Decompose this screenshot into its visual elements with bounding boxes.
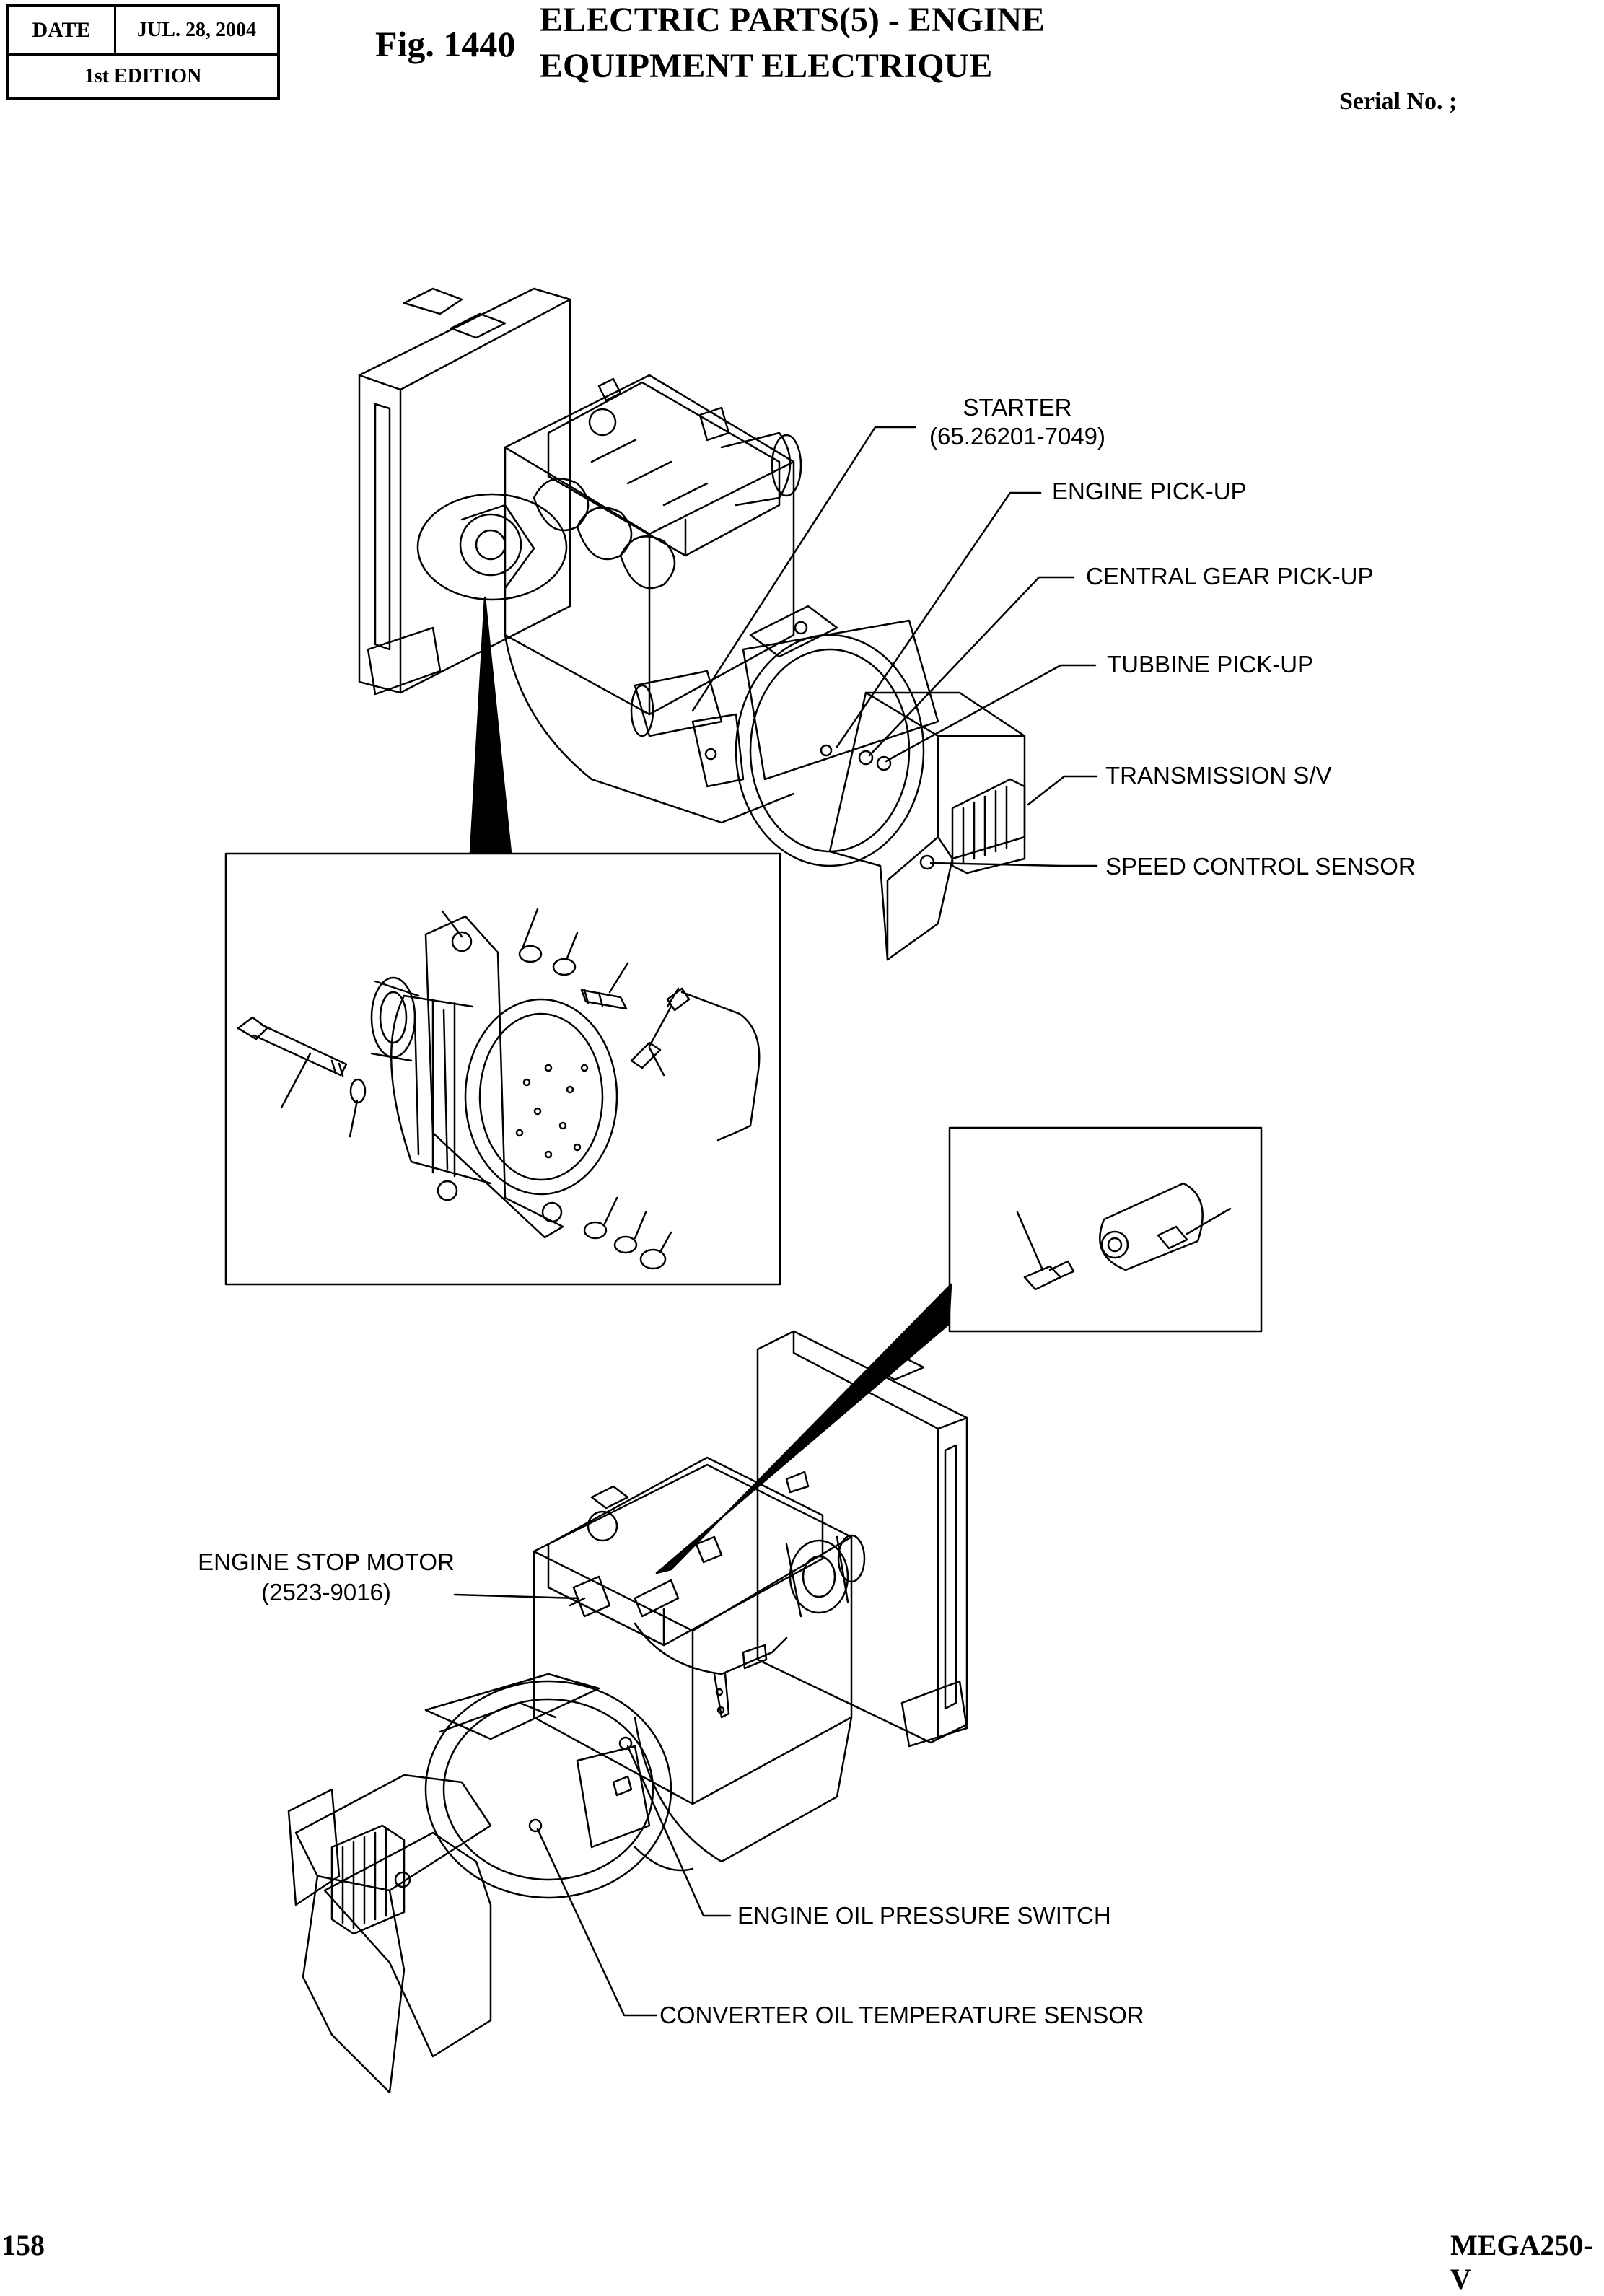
speed-control-sensor-label: SPEED CONTROL SENSOR [1105, 853, 1416, 880]
alternator-detail [226, 854, 780, 1284]
serial-number-label: Serial No. ; [1339, 88, 1458, 115]
edition-label: 1st EDITION [84, 65, 202, 87]
sensor-detail [657, 1128, 1261, 1573]
top-engine-assembly [359, 289, 1025, 960]
transmission-sv-label: TRANSMISSION S/V [1105, 762, 1332, 789]
date-value: JUL. 28, 2004 [137, 19, 256, 41]
engine-stop-motor-part-number: (2523-9016) [261, 1579, 391, 1605]
date-row: DATE JUL. 28, 2004 [9, 7, 277, 56]
central-gear-pickup-label: CENTRAL GEAR PICK-UP [1086, 563, 1374, 590]
engine-pickup-label: ENGINE PICK-UP [1052, 478, 1247, 504]
page-number: 158 [1, 2229, 45, 2261]
model-name: MEGA250-V [1450, 2229, 1593, 2295]
callout-leaders [455, 427, 1097, 2015]
figure-number: Fig. 1440 [375, 24, 516, 64]
page-title-french: EQUIPMENT ELECTRIQUE [540, 47, 993, 85]
starter-label: STARTER [963, 394, 1072, 421]
date-edition-box: DATE JUL. 28, 2004 1st EDITION [6, 4, 280, 100]
converter-oil-temp-sensor-label: CONVERTER OIL TEMPERATURE SENSOR [659, 2002, 1144, 2028]
turbine-pickup-label: TUBBINE PICK-UP [1107, 651, 1314, 678]
engine-stop-motor-label: ENGINE STOP MOTOR [198, 1548, 455, 1575]
page-title-english: ELECTRIC PARTS(5) - ENGINE [540, 1, 1046, 39]
starter-part-number: (65.26201-7049) [929, 423, 1106, 450]
bottom-engine-assembly [289, 1331, 967, 2093]
date-label: DATE [9, 7, 116, 53]
engine-oil-pressure-switch-label: ENGINE OIL PRESSURE SWITCH [737, 1902, 1111, 1929]
